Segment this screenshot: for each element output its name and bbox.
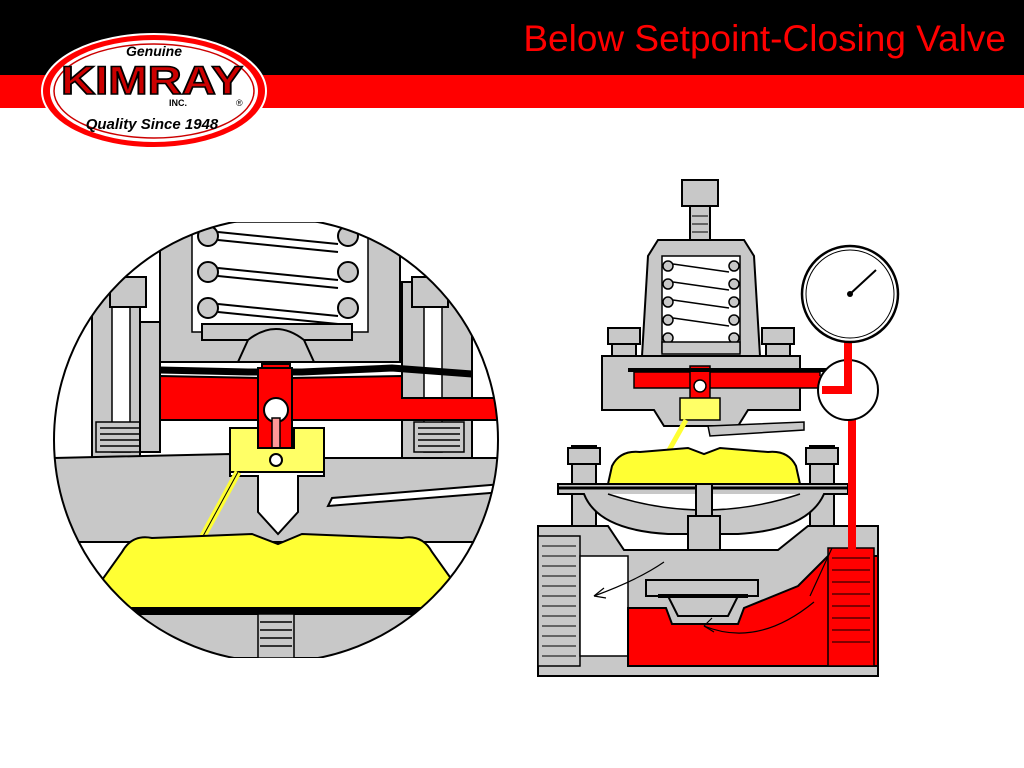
kimray-logo: Genuine KIMRAY INC. ® Quality Since 1948 [41,33,267,149]
left-bolt-head [109,276,147,308]
adjusting-screw-nut [681,179,719,207]
logo-tagline-top: Genuine [126,43,182,59]
pilot-diaphragm [159,364,473,378]
pilot-red-chamber [633,371,821,389]
pilot-cap [236,328,316,363]
pilot-detail-magnified [53,222,499,658]
pilot-yellow-chamber [679,397,721,421]
return-flow-arrow [703,601,815,634]
valve-cross-section [537,179,900,677]
pilot-body-lower [54,452,498,543]
logo-suffix: INC. [169,98,187,108]
detail-circle-frame [53,222,499,658]
main-yellow-chamber [606,446,802,485]
gauge-needle [849,269,877,295]
pilot-lower-ball [269,453,283,467]
pilot-lever [707,421,805,437]
gauge-stem [844,342,852,374]
main-stem-threaded [257,613,295,658]
slide-title: Below Setpoint-Closing Valve [523,18,1006,59]
main-diaphragm [54,608,498,614]
spring-coil [197,225,359,325]
main-yellow-diaphragm-chamber [80,532,474,609]
pilot-spring [662,260,740,344]
inlet-threads [537,535,581,667]
logo-tagline-bottom: Quality Since 1948 [86,116,219,133]
inlet-flow-arrow [593,561,665,597]
logo-brand: KIMRAY [61,59,243,103]
outlet-threads [827,547,875,667]
yellow-feed-line [665,418,689,454]
yellow-pilot-chamber [229,427,325,473]
logo-registered-mark: ® [236,98,243,108]
